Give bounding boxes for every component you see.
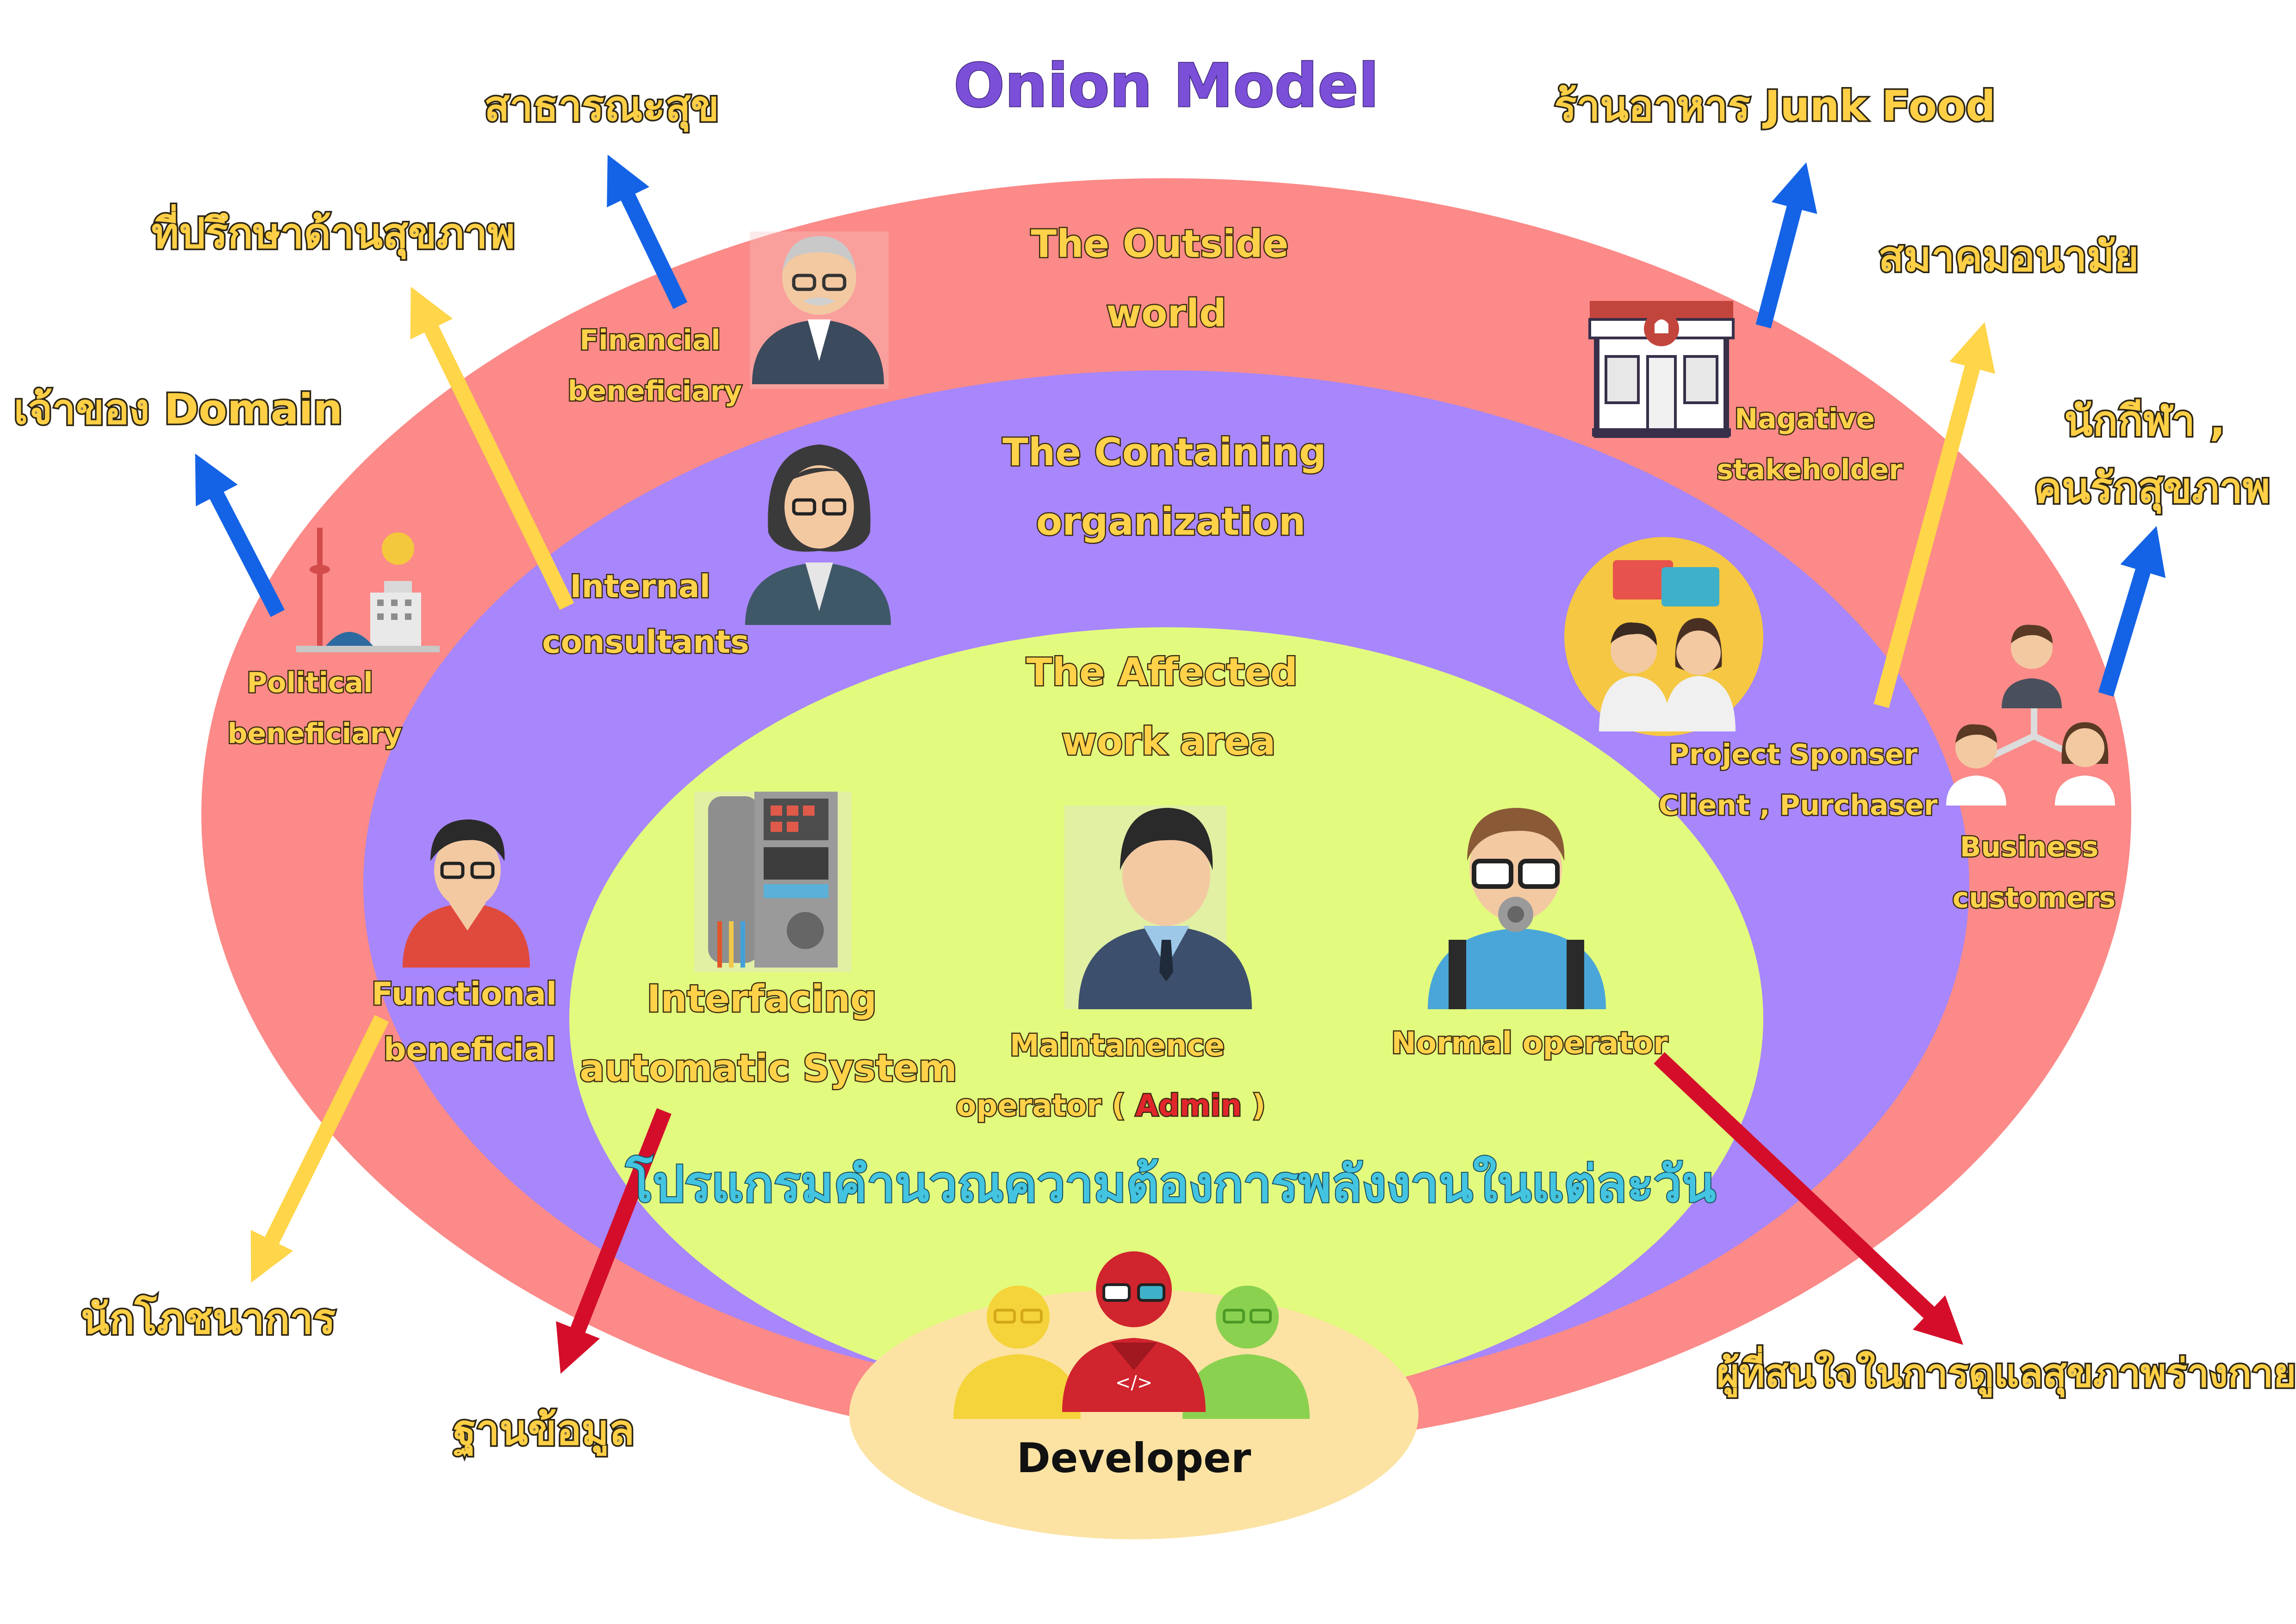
business-team-icon — [1946, 625, 2115, 806]
junk-food-label: ร้านอาหาร Junk Food — [1554, 82, 1995, 131]
arrow-database — [556, 1108, 672, 1374]
elder-manager-icon — [750, 231, 889, 389]
machine-icon — [694, 792, 852, 972]
arrow-health-advisor — [410, 287, 574, 610]
interfacing-system-label: Interfacing automatic System — [579, 977, 957, 1090]
inner-layer-ellipse — [569, 627, 1763, 1410]
page-title: Onion Model — [953, 50, 1379, 121]
arrow-nutritionist — [250, 1015, 389, 1283]
developer-label: Developer — [1017, 1434, 1251, 1482]
project-sponsor-label: Project Sponser Client , Purchaser — [1659, 738, 1938, 822]
health-advisor-label: ที่ปรึกษาด้านสุขภาพ — [151, 204, 515, 260]
sanitation-assoc-label: สมาคมอนามัย — [1879, 232, 2139, 281]
public-health-label: สาธารณะสุข — [484, 82, 719, 132]
maintenance-operator-label: Maintanence operator ( Admin ) — [956, 1029, 1266, 1123]
city-skyline-icon — [296, 528, 440, 652]
svg-text:</>: </> — [1115, 1372, 1153, 1393]
functional-beneficial-label: Functional beneficial — [372, 976, 568, 1068]
businesswoman-icon — [745, 444, 891, 625]
outside-layer-label: The Outside world — [1031, 222, 1302, 336]
arrow-health-interested — [1654, 1052, 1964, 1345]
diver-operator-icon — [1428, 808, 1606, 1009]
containing-layer-label: The Containing organization — [1002, 431, 1339, 544]
arrow-domain-owner — [195, 453, 285, 617]
political-beneficiary-label: Political beneficiary — [228, 667, 402, 750]
arrow-athletes — [2098, 526, 2166, 697]
arrow-public-health — [607, 155, 688, 309]
health-interested-label: ผู้ที่สนใจในการดูแลสุขภาพร่างกาย — [1717, 1346, 2296, 1398]
business-customers-label: Business customers — [1953, 831, 2116, 914]
doctors-chat-icon — [1564, 537, 1763, 736]
normal-operator-label: Normal operator — [1391, 1026, 1668, 1061]
admin-man-icon — [1064, 806, 1252, 1009]
domain-owner-label: เจ้าของ Domain — [14, 385, 343, 434]
database-label: ฐานข้อมูล — [453, 1406, 635, 1457]
internal-consultants-label: Internal consultants — [542, 568, 749, 661]
arrow-junk-food — [1755, 162, 1817, 329]
program-name: โปรแกรมคำนวณความต้องการพลังงานในแต่ละวัน — [625, 1155, 1716, 1213]
nutritionist-label: นักโภชนาการ — [81, 1295, 336, 1343]
affected-layer-label: The Affected work area — [1027, 650, 1311, 764]
developer-ellipse — [849, 1289, 1419, 1539]
restaurant-icon — [1588, 301, 1735, 438]
man-glasses-icon — [403, 819, 530, 968]
arrow-sanitation-assoc — [1873, 322, 1995, 708]
financial-beneficiary-label: Financial beneficiary — [568, 324, 742, 407]
developer-team-icon: </> — [953, 1251, 1310, 1419]
negative-stakeholder-label: Nagative stakeholder — [1717, 403, 1903, 486]
athletes-label: นักกีฬา , คนรักสุขภาพ — [2034, 397, 2270, 514]
